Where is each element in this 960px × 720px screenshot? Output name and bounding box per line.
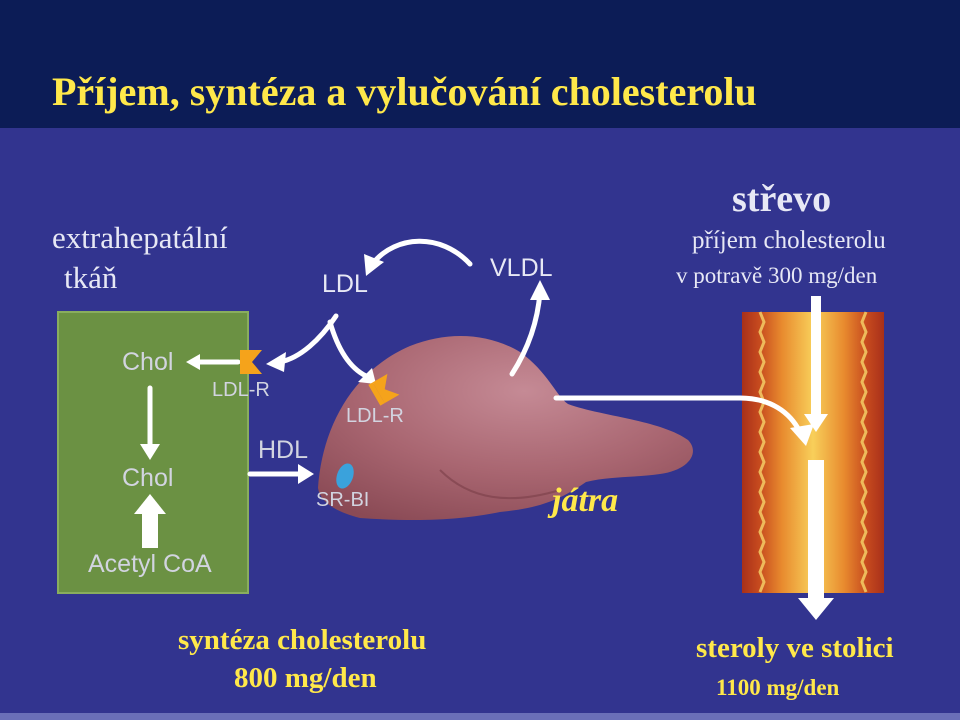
arrow-ldl-to-liver <box>327 319 369 379</box>
excretion-label-line1: steroly ve stolici <box>696 632 894 664</box>
excretion-label-line2: 1100 mg/den <box>716 675 840 700</box>
sr-bi-label: SR-BI <box>316 489 370 511</box>
synthesis-label-line1: syntéza cholesterolu <box>178 624 427 656</box>
chol-top-label: Chol <box>122 348 174 376</box>
liver-label: játra <box>552 482 619 519</box>
arrowheads <box>140 254 814 484</box>
ldl-r-tissue-label: LDL-R <box>212 379 270 401</box>
arrow-excretion <box>798 460 834 620</box>
arrow-dietary-intake <box>804 296 828 432</box>
footer-line <box>0 713 960 720</box>
chol-bottom-label: Chol <box>122 464 174 492</box>
ldl-receptor-liver <box>368 373 400 406</box>
hdl-label: HDL <box>258 436 309 464</box>
arrow-liver-to-intestine <box>553 395 803 435</box>
intake-label-line2: v potravě 300 mg/den <box>676 263 878 288</box>
pathway-arrows <box>147 238 803 477</box>
vldl-label: VLDL <box>490 254 553 282</box>
ldl-r-liver-label: LDL-R <box>346 405 404 427</box>
extrahepatic-label-line1: extrahepatální <box>52 220 228 255</box>
extrahepatic-label-line2: tkáň <box>64 260 118 295</box>
acetyl-coa-label: Acetyl CoA <box>88 550 212 578</box>
ldl-label: LDL <box>322 270 368 298</box>
title-bar <box>0 0 960 128</box>
arrow-ldl-to-tissue <box>277 313 339 365</box>
ldl-receptor-tissue <box>240 350 262 374</box>
arrow-synthesis <box>134 494 166 548</box>
intestine-label: střevo <box>732 178 832 220</box>
sr-bi-receptor <box>336 463 354 489</box>
slide-title: Příjem, syntéza a vylučování cholesterol… <box>52 69 757 114</box>
liver-graphic <box>318 335 693 520</box>
arrow-vldl-to-ldl <box>371 238 473 267</box>
synthesis-label-line2: 800 mg/den <box>234 662 377 694</box>
intake-label-line1: příjem cholesterolu <box>692 227 886 254</box>
